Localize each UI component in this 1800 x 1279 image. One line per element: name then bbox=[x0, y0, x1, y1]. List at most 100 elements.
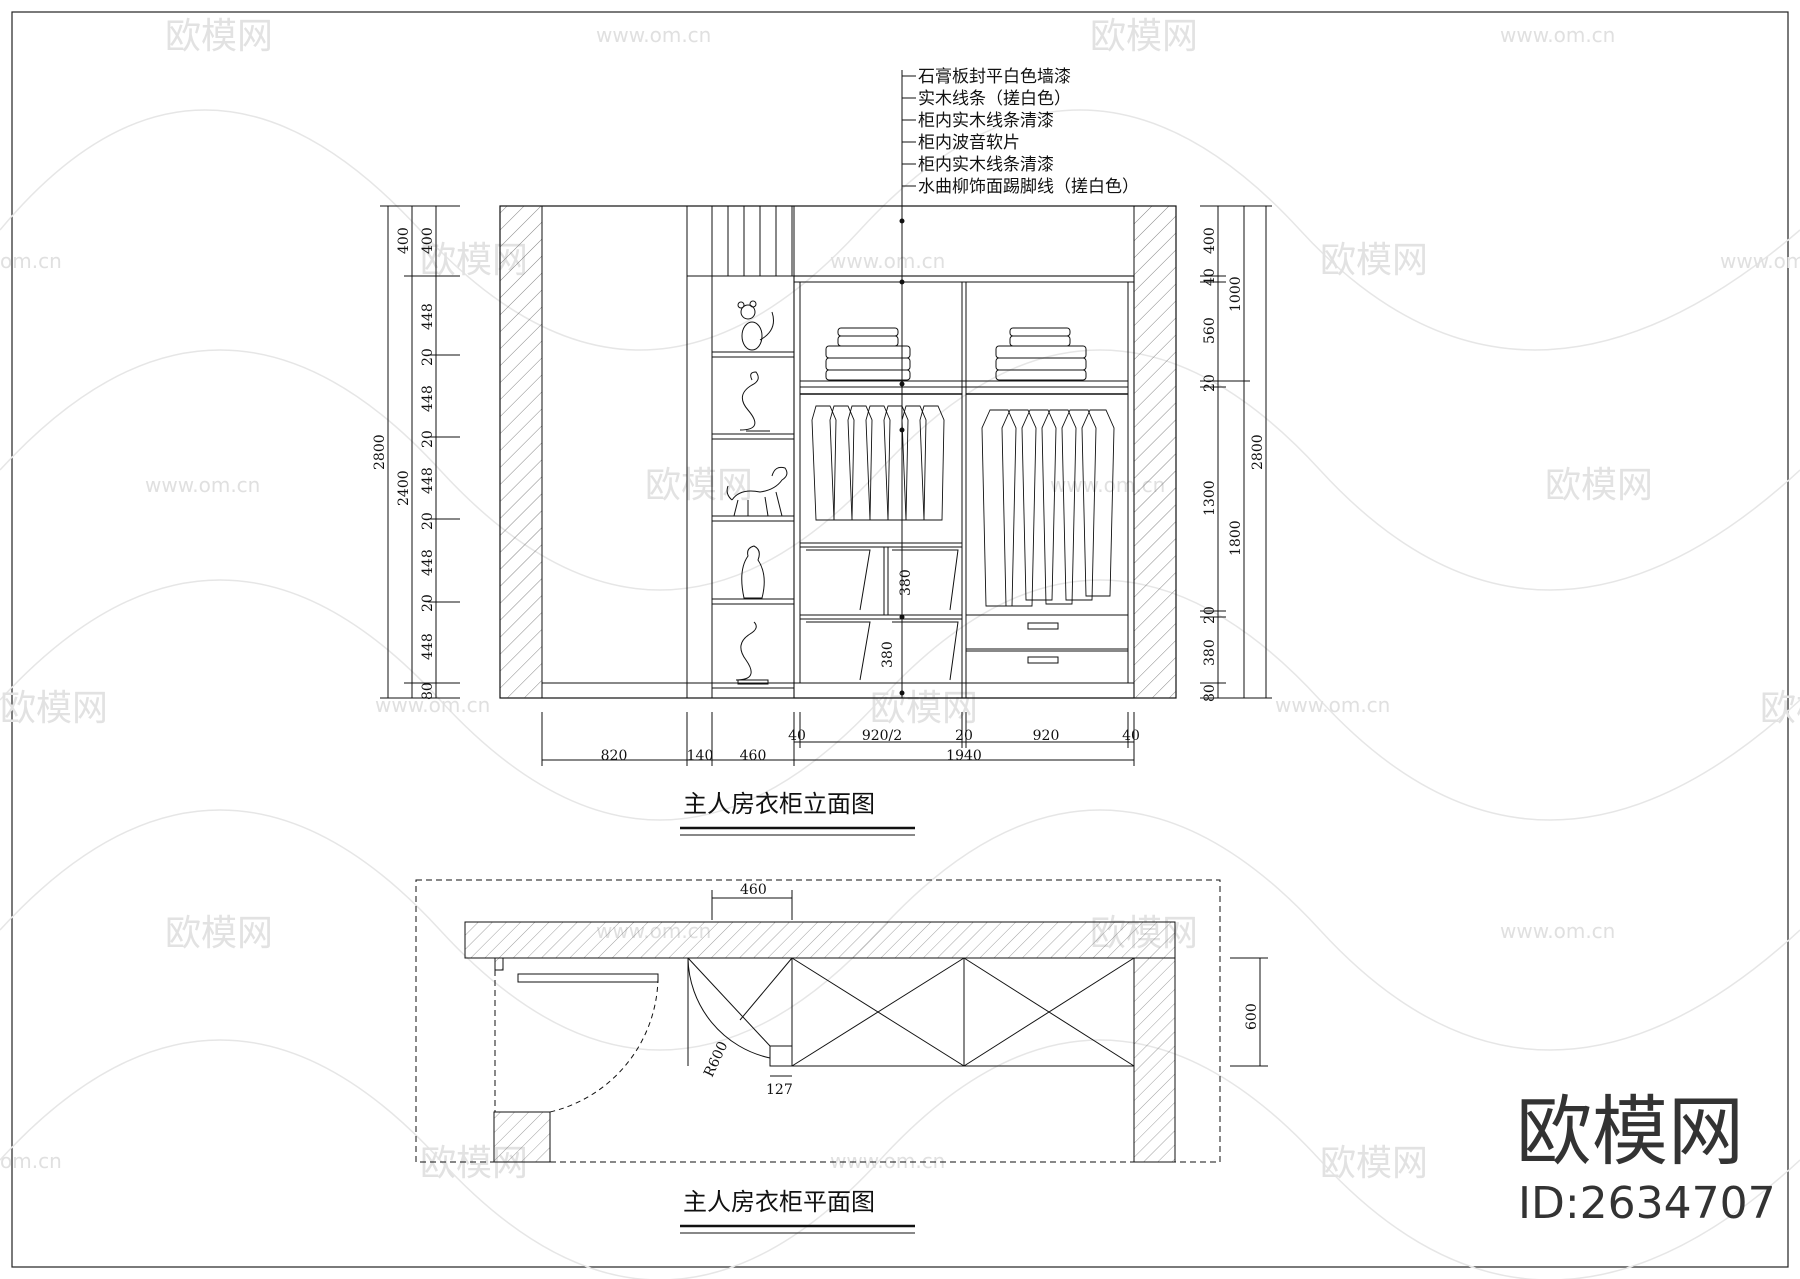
watermark-brand: 欧模网 bbox=[1760, 688, 1800, 729]
plan-drawing bbox=[415, 879, 1268, 1163]
elevation-drawing bbox=[380, 70, 1272, 766]
watermark-url-fragment: om.cn bbox=[0, 1149, 62, 1173]
watermark-url: www.om.cn bbox=[1275, 693, 1390, 717]
folded-clothes-icon bbox=[995, 327, 1087, 381]
watermark-brand: 欧模网 bbox=[165, 913, 273, 954]
display-shelf bbox=[711, 598, 795, 605]
right-wall-hatch bbox=[1133, 205, 1177, 699]
corner-diag bbox=[687, 957, 771, 1047]
watermark-brand: 欧模网 bbox=[1545, 465, 1653, 506]
plan-boundary bbox=[415, 879, 1221, 1163]
callout-label: 柜内波音软片 bbox=[918, 133, 1020, 153]
dim-label: 80 bbox=[1202, 684, 1218, 702]
cross-mark bbox=[791, 957, 965, 1067]
dim-label: 20 bbox=[420, 430, 436, 448]
folded-clothes-icon bbox=[825, 327, 911, 381]
dim-label: 2800 bbox=[1250, 434, 1266, 470]
wardrobe-plan-body bbox=[791, 957, 1135, 1067]
dim-label: 1800 bbox=[1228, 520, 1244, 556]
corner-swing bbox=[687, 957, 771, 1059]
watermark-url: www.om.cn bbox=[596, 23, 711, 47]
dim-label: 400 bbox=[420, 227, 436, 254]
callout-dot bbox=[899, 614, 905, 620]
dim-label: 380 bbox=[1202, 639, 1218, 666]
dim-label: 20 bbox=[420, 512, 436, 530]
dim-label: 380 bbox=[880, 641, 896, 668]
callout-label: 柜内实木线条清漆 bbox=[918, 155, 1054, 175]
watermark-brand: 欧模网 bbox=[645, 465, 753, 506]
dim-label: 448 bbox=[420, 549, 436, 576]
dim-label: 600 bbox=[1244, 1003, 1260, 1030]
watermark-url: www.om.cn bbox=[145, 473, 260, 497]
dim-label: 20 bbox=[1202, 374, 1218, 392]
dim-label: 40 bbox=[1122, 728, 1140, 744]
callout-dot bbox=[899, 279, 905, 285]
watermark-brand: 欧模网 bbox=[0, 688, 108, 729]
dim-label: 80 bbox=[420, 682, 436, 700]
back-wall-hatch bbox=[464, 921, 1176, 959]
left-dimension-labels: 2800 2400 400 400 448 20 448 20 448 20 4… bbox=[372, 227, 436, 700]
wardrobe-frame bbox=[793, 275, 1135, 699]
figurine-penguin-icon bbox=[741, 545, 765, 599]
watermark-url: www.om.cn bbox=[1720, 249, 1800, 273]
callout-dot bbox=[899, 427, 905, 433]
display-shelf bbox=[711, 351, 795, 358]
dim-label: 448 bbox=[420, 385, 436, 412]
left-wall-stub bbox=[494, 957, 504, 971]
dim-label: 20 bbox=[955, 728, 973, 744]
dim-label: 140 bbox=[687, 748, 714, 764]
dim-label: 20 bbox=[1202, 606, 1218, 624]
model-id: ID:2634707 bbox=[1518, 1178, 1776, 1229]
watermark-brand: 欧模网 bbox=[870, 688, 978, 729]
watermark-brand: 欧模网 bbox=[1320, 240, 1428, 281]
dim-label: 460 bbox=[740, 748, 767, 764]
corner-diag bbox=[739, 957, 793, 1021]
dim-label: 20 bbox=[420, 594, 436, 612]
dim-label: 920 bbox=[1033, 728, 1060, 744]
dim-label: 20 bbox=[420, 348, 436, 366]
dim-label: 40 bbox=[788, 728, 806, 744]
sheet-border bbox=[11, 11, 1789, 1268]
left-wall-block bbox=[493, 1111, 551, 1163]
drawer bbox=[965, 650, 1129, 684]
inner-dimension-labels: 380 380 bbox=[880, 569, 914, 668]
dim-label: 2400 bbox=[396, 470, 412, 506]
figurine-mouse-icon bbox=[737, 300, 774, 351]
callout-dot bbox=[899, 381, 905, 387]
dim-label: 460 bbox=[740, 882, 767, 898]
dim-label: 920/2 bbox=[862, 728, 902, 744]
dim-label: 820 bbox=[601, 748, 628, 764]
door-swing bbox=[549, 977, 659, 1113]
right-dimension-labels: 400 40 560 20 1300 20 380 80 1000 1800 2… bbox=[1202, 227, 1266, 702]
left-wall-hatch bbox=[499, 205, 543, 699]
drawer bbox=[965, 614, 1129, 650]
cross-mark bbox=[963, 957, 1135, 1067]
drawer-handle bbox=[1027, 656, 1059, 664]
figurine-dog-icon bbox=[726, 466, 788, 517]
watermark-url: www.om.cn bbox=[375, 693, 490, 717]
drawer-handle bbox=[1027, 622, 1059, 630]
dim-label: 1300 bbox=[1202, 480, 1218, 516]
hanging-coats-icon bbox=[981, 409, 1115, 607]
dim-label: 380 bbox=[898, 569, 914, 596]
panel-mark bbox=[892, 549, 959, 611]
watermark-url: www.om.cn bbox=[1500, 919, 1615, 943]
watermark-url: www.om.cn bbox=[1500, 23, 1615, 47]
callout-label: 实木线条（搓白色） bbox=[918, 89, 1071, 109]
dim-label: 1940 bbox=[946, 748, 982, 764]
dim-label: 448 bbox=[420, 633, 436, 660]
dim-label: 40 bbox=[1202, 268, 1218, 286]
watermark-brand: 欧模网 bbox=[1320, 1143, 1428, 1184]
dim-label: 400 bbox=[396, 227, 412, 254]
right-wall-hatch-plan bbox=[1133, 957, 1176, 1163]
callout-label: 柜内实木线条清漆 bbox=[918, 111, 1054, 131]
display-shelf bbox=[711, 433, 795, 440]
callout-dot bbox=[899, 218, 905, 224]
hanging-shirts-icon bbox=[811, 405, 945, 521]
dim-label: 2800 bbox=[372, 434, 388, 470]
dim-label: 560 bbox=[1202, 317, 1218, 344]
callout-dot bbox=[899, 690, 905, 696]
dim-label: 448 bbox=[420, 303, 436, 330]
watermark-brand: 欧模网 bbox=[165, 16, 273, 57]
